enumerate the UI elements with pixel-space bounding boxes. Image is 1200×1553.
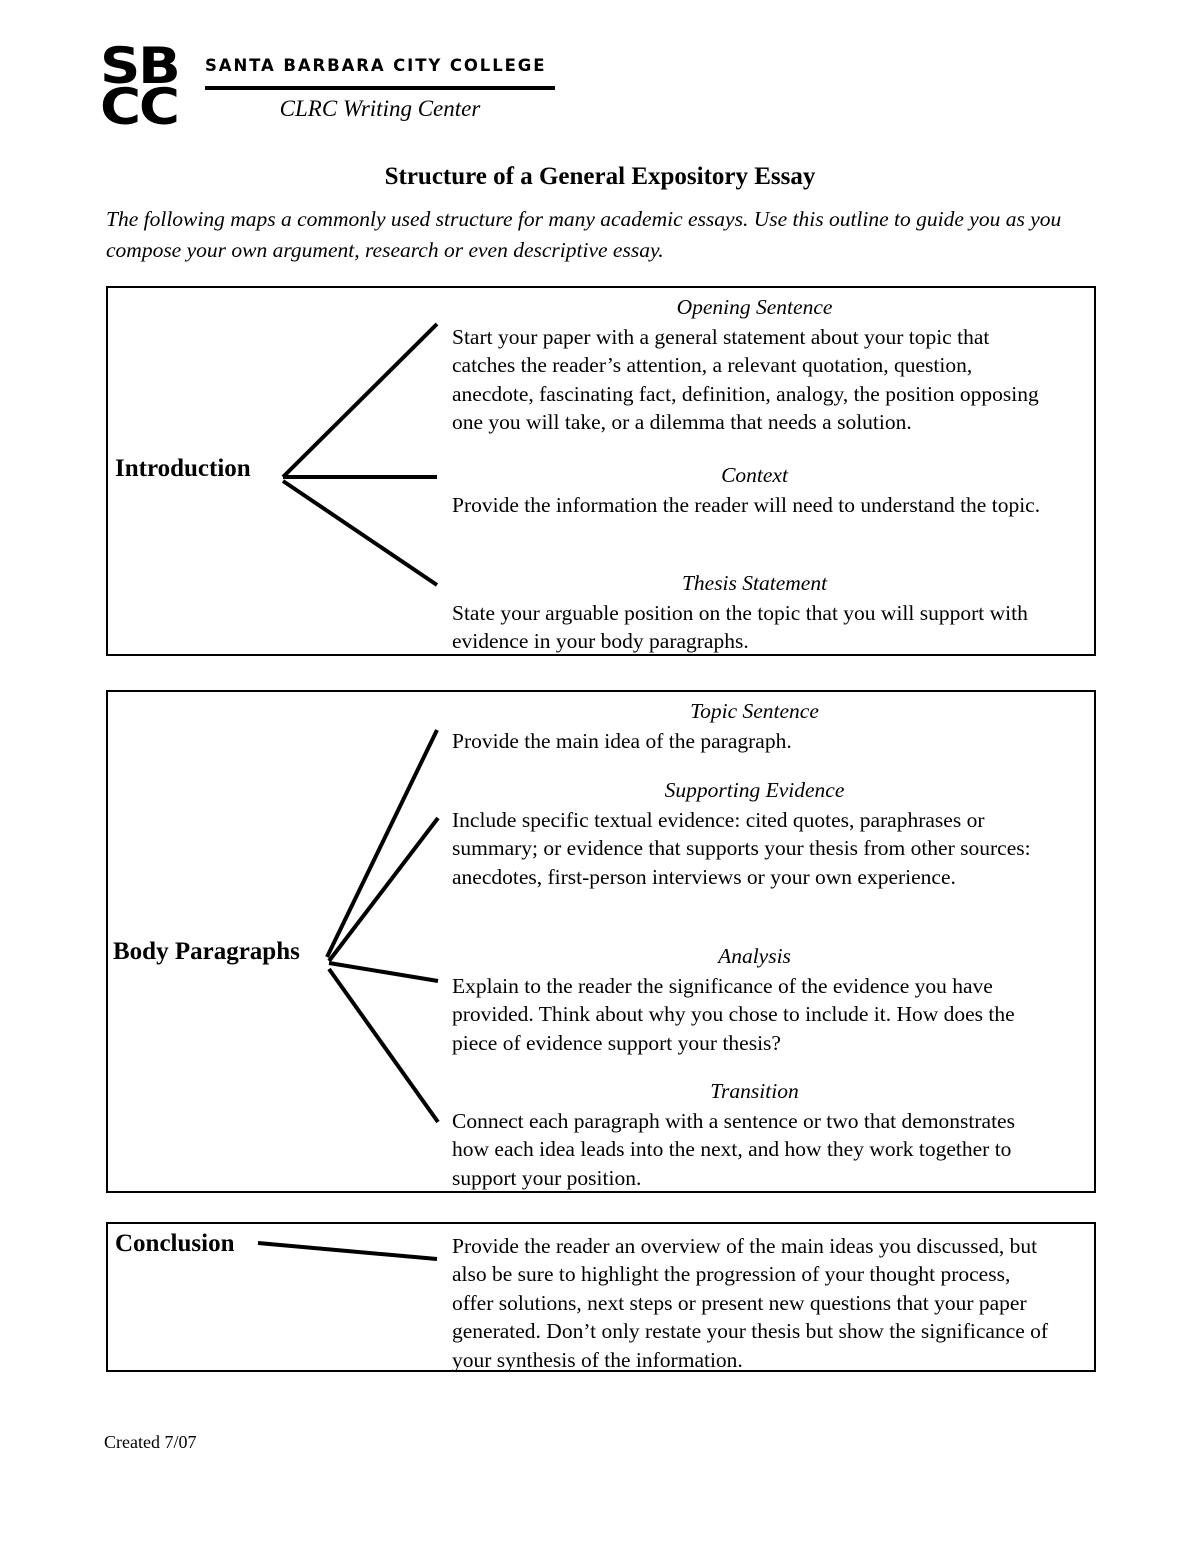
detail-context: Context Provide the information the read… bbox=[452, 462, 1057, 519]
detail-text: Provide the main idea of the paragraph. bbox=[452, 728, 792, 753]
detail-analysis: Analysis Explain to the reader the signi… bbox=[452, 943, 1057, 1057]
detail-text: Provide the reader an overview of the ma… bbox=[452, 1234, 1049, 1372]
detail-heading: Transition bbox=[710, 1079, 799, 1103]
detail-heading: Supporting Evidence bbox=[664, 778, 845, 802]
detail-opening-sentence: Opening Sentence Start your paper with a… bbox=[452, 294, 1057, 436]
body-paragraphs-section-box bbox=[106, 690, 1096, 1193]
page-title: Structure of a General Expository Essay bbox=[384, 163, 816, 190]
logo-line-sb: SB bbox=[100, 37, 181, 95]
logo-line-cc: CC bbox=[100, 78, 180, 136]
detail-text: Start your paper with a general statemen… bbox=[452, 324, 1039, 435]
detail-topic-sentence: Topic Sentence Provide the main idea of … bbox=[452, 698, 1057, 755]
stage-label-introduction: Introduction bbox=[115, 455, 251, 482]
detail-heading: Analysis bbox=[718, 944, 791, 968]
writing-center-name: CLRC Writing Center bbox=[279, 96, 481, 121]
conclusion-section-box bbox=[106, 1222, 1096, 1372]
college-name: SANTA BARBARA CITY COLLEGE bbox=[205, 56, 547, 75]
detail-heading: Context bbox=[721, 463, 788, 487]
detail-text: State your arguable position on the topi… bbox=[452, 600, 1028, 654]
detail-text: Provide the information the reader will … bbox=[452, 492, 1041, 517]
detail-text: Explain to the reader the significance o… bbox=[452, 973, 1015, 1055]
detail-heading: Thesis Statement bbox=[681, 571, 828, 595]
intro-paragraph: The following maps a commonly used struc… bbox=[106, 207, 1062, 262]
sbcc-logo: SB CC bbox=[100, 41, 210, 132]
stage-label-body-paragraphs: Body Paragraphs bbox=[113, 938, 300, 965]
detail-thesis-statement: Thesis Statement State your arguable pos… bbox=[452, 570, 1057, 656]
detail-transition: Transition Connect each paragraph with a… bbox=[452, 1078, 1057, 1192]
detail-supporting-evidence: Supporting Evidence Include specific tex… bbox=[452, 777, 1057, 891]
detail-conclusion: Provide the reader an overview of the ma… bbox=[452, 1232, 1057, 1374]
page-header: SB CC SANTA BARBARA CITY COLLEGE CLRC Wr… bbox=[98, 41, 578, 144]
introduction-section-box bbox=[106, 286, 1096, 656]
detail-heading: Topic Sentence bbox=[690, 699, 819, 723]
stage-label-conclusion: Conclusion bbox=[115, 1230, 235, 1257]
detail-text: Include specific textual evidence: cited… bbox=[452, 807, 1031, 889]
header-divider bbox=[205, 86, 555, 90]
created-date: Created 7/07 bbox=[104, 1432, 197, 1452]
detail-text: Connect each paragraph with a sentence o… bbox=[452, 1108, 1015, 1190]
detail-heading: Opening Sentence bbox=[676, 295, 833, 319]
